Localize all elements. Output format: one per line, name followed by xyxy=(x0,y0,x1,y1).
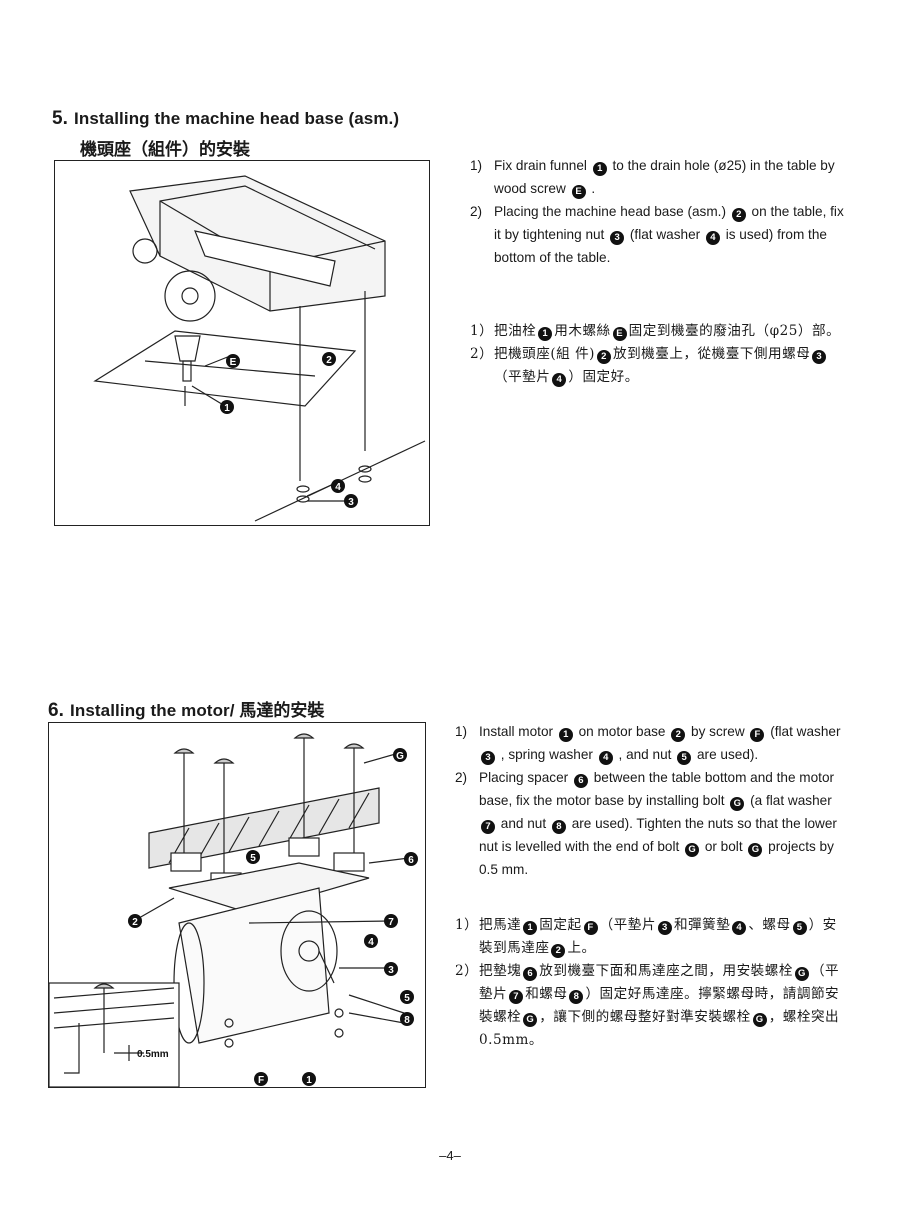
section-5-step-1-en: 1) Fix drain funnel 1 to the drain hole … xyxy=(470,158,835,199)
svg-text:2: 2 xyxy=(132,917,138,928)
svg-text:4: 4 xyxy=(368,937,374,948)
section-5-title-zh: 機頭座（組件）的安裝 xyxy=(80,140,250,160)
svg-text:3: 3 xyxy=(348,497,354,508)
svg-text:0.5mm: 0.5mm xyxy=(137,1049,169,1060)
section-5-title-en: Installing the machine head base (asm.) xyxy=(74,109,400,128)
section-5-step-2-en: 2) Placing the machine head base (asm.) … xyxy=(470,204,844,265)
section-6-steps-en: 1) Install motor 1 on motor base 2 by sc… xyxy=(455,720,845,881)
section-5-steps-en: 1) Fix drain funnel 1 to the drain hole … xyxy=(470,154,850,269)
svg-text:F: F xyxy=(258,1075,264,1086)
motor-install-illustration: G 5 6 2 7 4 3 5 8 F 1 0.5mm xyxy=(48,733,418,1088)
svg-text:5: 5 xyxy=(404,993,410,1004)
machine-head-base-illustration: 1 2 E 4 3 xyxy=(93,175,426,522)
section-6-title-en: Installing the motor/ xyxy=(70,701,240,720)
svg-text:1: 1 xyxy=(224,403,230,414)
svg-text:1: 1 xyxy=(306,1075,312,1086)
svg-text:3: 3 xyxy=(388,965,394,976)
callout-markers: 1 2 E 4 3 xyxy=(220,352,358,508)
section-6-title-zh: 馬達的安裝 xyxy=(239,701,325,721)
svg-text:2: 2 xyxy=(326,355,332,366)
section-6-number: 6. xyxy=(48,700,65,721)
svg-text:E: E xyxy=(230,357,237,368)
section-5-heading: 5. Installing the machine head base (asm.… xyxy=(52,108,399,130)
section-6-heading: 6. Installing the motor/ 馬達的安裝 xyxy=(48,696,324,722)
figure-machine-head-base: 1 2 E 4 3 xyxy=(54,160,430,526)
svg-text:8: 8 xyxy=(404,1015,410,1026)
section-5-number: 5. xyxy=(52,108,69,129)
svg-text:5: 5 xyxy=(250,853,256,864)
section-6-step-1-en: 1) Install motor 1 on motor base 2 by sc… xyxy=(455,724,841,765)
section-6-step-2-en: 2) Placing spacer 6 between the table bo… xyxy=(455,770,837,877)
figure-motor-install: G 5 6 2 7 4 3 5 8 F 1 0.5mm xyxy=(48,722,426,1088)
page-number: –4– xyxy=(439,1148,461,1163)
svg-text:4: 4 xyxy=(335,482,341,493)
svg-text:7: 7 xyxy=(388,917,394,928)
motor-callout-markers: G 5 6 2 7 4 3 5 8 F 1 0.5mm xyxy=(128,748,418,1086)
svg-text:6: 6 xyxy=(408,855,414,866)
svg-text:G: G xyxy=(396,751,404,762)
